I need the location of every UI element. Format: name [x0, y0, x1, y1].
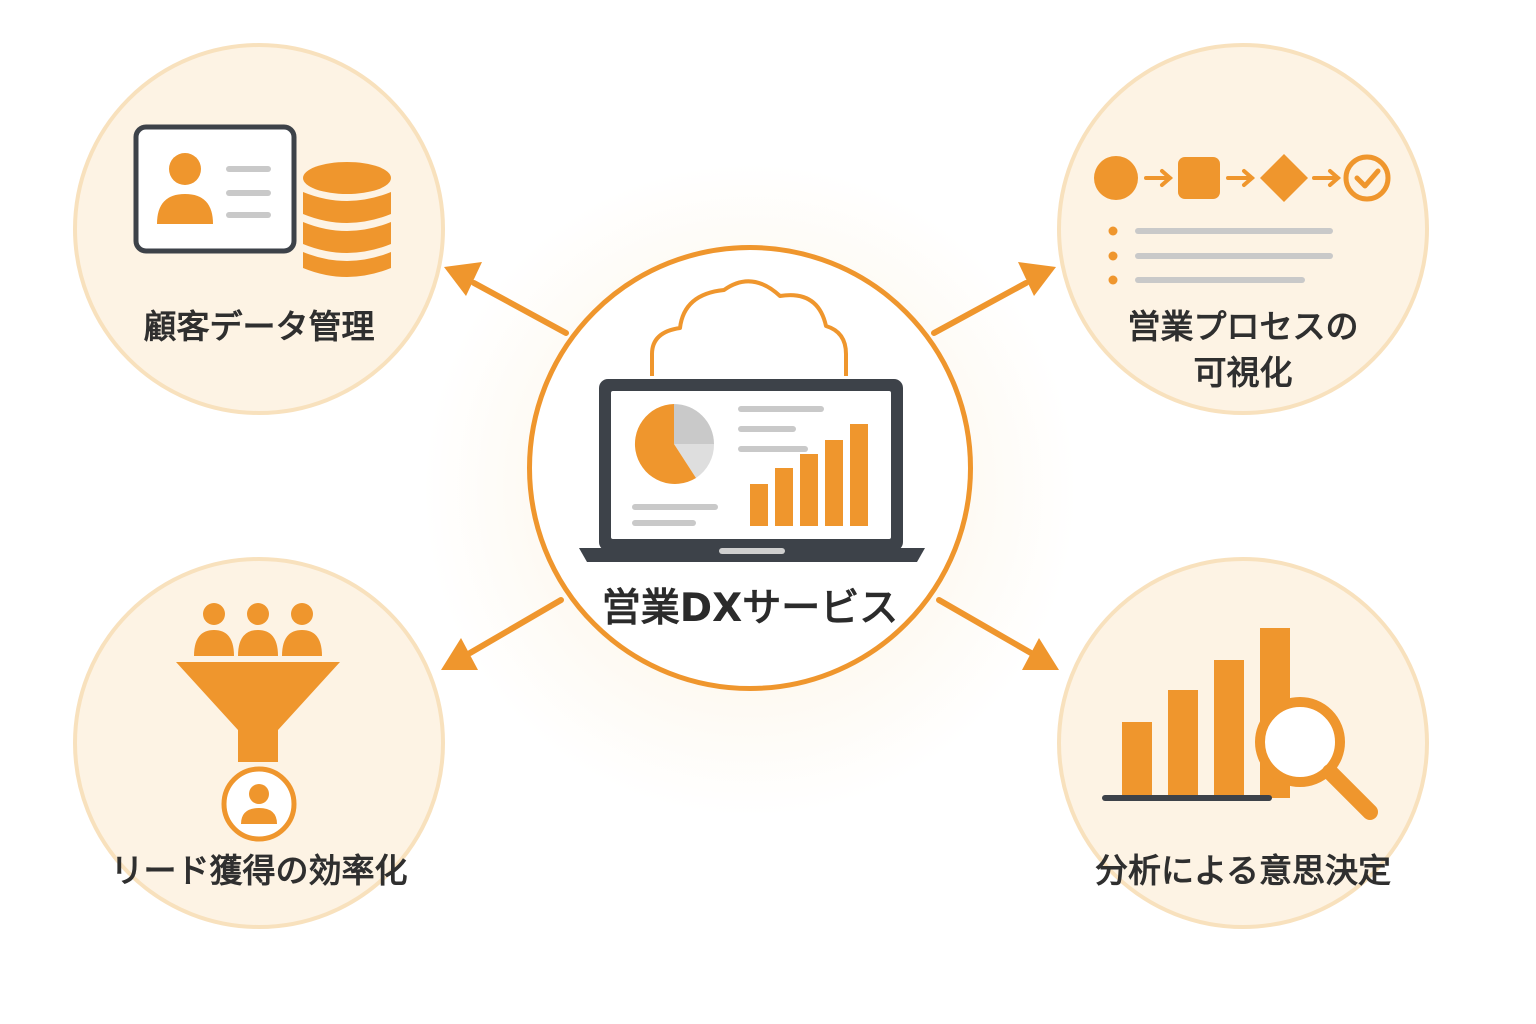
- list-icon: [1108, 226, 1333, 285]
- flow-diamond-icon: [1260, 154, 1308, 202]
- people-icon: [194, 603, 322, 656]
- arrow-to-customer-data: [471, 280, 569, 336]
- magnifier-icon: [1255, 697, 1378, 820]
- node-label: 営業プロセスの 可視化: [1127, 307, 1359, 392]
- arrowhead-data-driven-decision: [1022, 638, 1059, 670]
- arrow-to-process-visualization: [931, 280, 1029, 336]
- arrowhead-customer-data: [444, 262, 482, 296]
- node-label: 顧客データ管理: [143, 307, 375, 346]
- hub-title: 営業DXサービス: [601, 586, 899, 631]
- arrowhead-lead-efficiency: [441, 638, 478, 670]
- cloud-icon: [650, 279, 848, 376]
- flow-circle-icon: [1094, 156, 1138, 200]
- profile-card-icon: [133, 124, 297, 254]
- arrow-to-lead-efficiency: [467, 597, 564, 656]
- process-flow-icon: [1094, 154, 1391, 202]
- funnel-icon: [176, 662, 340, 762]
- check-circle-icon: [1343, 154, 1391, 202]
- bar-chart-icon: [750, 424, 868, 526]
- flow-square-icon: [1178, 157, 1220, 199]
- node-label: 分析による意思決定: [1094, 851, 1391, 890]
- hub-text-lines: [632, 406, 824, 526]
- arrow-to-data-driven-decision: [936, 597, 1034, 656]
- node-label: リード獲得の効率化: [110, 851, 408, 890]
- pie-chart-icon: [634, 404, 715, 484]
- user-circle-icon: [221, 766, 297, 842]
- arrowhead-process-visualization: [1018, 262, 1056, 296]
- database-icon: [303, 162, 391, 277]
